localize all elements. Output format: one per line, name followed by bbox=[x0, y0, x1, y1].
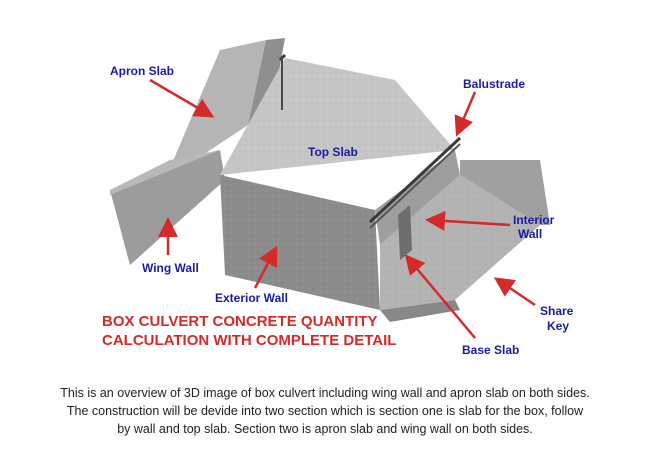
apron-slab-left-front bbox=[110, 150, 220, 195]
caption: This is an overview of 3D image of box c… bbox=[20, 384, 630, 438]
arrow-balustrade bbox=[454, 91, 477, 137]
wing-wall-left bbox=[110, 150, 225, 265]
label-wing-wall: Wing Wall bbox=[142, 261, 199, 275]
arrow-interior-wall bbox=[425, 210, 511, 231]
arrows bbox=[149, 78, 536, 339]
label-exterior-wall: Exterior Wall bbox=[215, 291, 288, 305]
arrow-exterior-wall bbox=[253, 245, 278, 289]
wing-wall-right bbox=[460, 160, 550, 225]
share-key bbox=[380, 300, 460, 322]
label-share-key-1: Share bbox=[540, 304, 574, 318]
arrow-base-slab bbox=[404, 254, 476, 339]
diagram-title-line2: CALCULATION WITH COMPLETE DETAIL bbox=[102, 332, 396, 349]
label-apron-slab: Apron Slab bbox=[110, 64, 174, 78]
caption-line-2: The construction will be devide into two… bbox=[66, 404, 584, 418]
caption-line-1: This is an overview of 3D image of box c… bbox=[60, 386, 590, 400]
box-culvert-diagram: Apron Slab Balustrade Top Slab Interior … bbox=[70, 10, 580, 370]
label-top-slab: Top Slab bbox=[308, 145, 358, 159]
label-interior-wall-1: Interior bbox=[513, 213, 555, 227]
diagram-title-line1: BOX CULVERT CONCRETE QUANTITY bbox=[102, 313, 378, 330]
label-share-key-2: Key bbox=[547, 319, 569, 333]
arrow-apron-slab bbox=[149, 78, 215, 118]
label-base-slab: Base Slab bbox=[462, 343, 519, 357]
interior-wall bbox=[398, 205, 412, 260]
apron-slab-left bbox=[165, 40, 266, 180]
arrow-share-key bbox=[493, 277, 536, 307]
balustrade-rail bbox=[278, 53, 462, 229]
box-right-face bbox=[375, 150, 460, 245]
label-interior-wall-2: Wall bbox=[518, 227, 542, 241]
label-balustrade: Balustrade bbox=[463, 77, 525, 91]
caption-line-3: by wall and top slab. Section two is apr… bbox=[117, 422, 533, 436]
box-culvert-illustration: Apron Slab Balustrade Top Slab Interior … bbox=[102, 38, 574, 357]
